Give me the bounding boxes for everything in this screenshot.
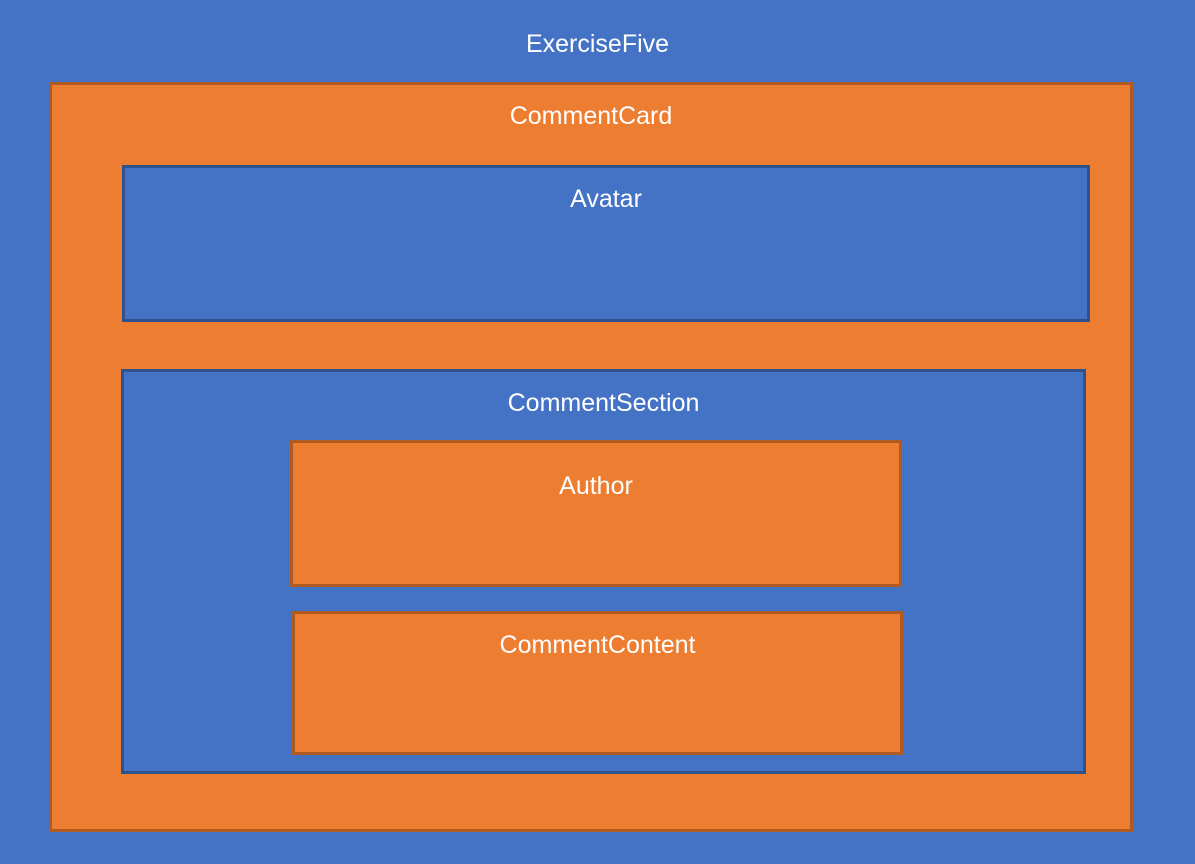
- avatar-label: Avatar: [570, 185, 642, 213]
- comment-content-box: CommentContent: [292, 611, 903, 755]
- avatar-box: Avatar: [122, 165, 1090, 322]
- author-box: Author: [290, 440, 902, 587]
- root-component-label: ExerciseFive: [525, 30, 670, 58]
- author-label: Author: [559, 472, 633, 500]
- comment-section-label: CommentSection: [507, 389, 700, 417]
- comment-content-label: CommentContent: [499, 631, 696, 659]
- comment-section-box: CommentSection Author CommentContent: [121, 369, 1086, 774]
- comment-card-label: CommentCard: [509, 102, 673, 130]
- comment-card-box: CommentCard Avatar CommentSection Author…: [49, 82, 1133, 832]
